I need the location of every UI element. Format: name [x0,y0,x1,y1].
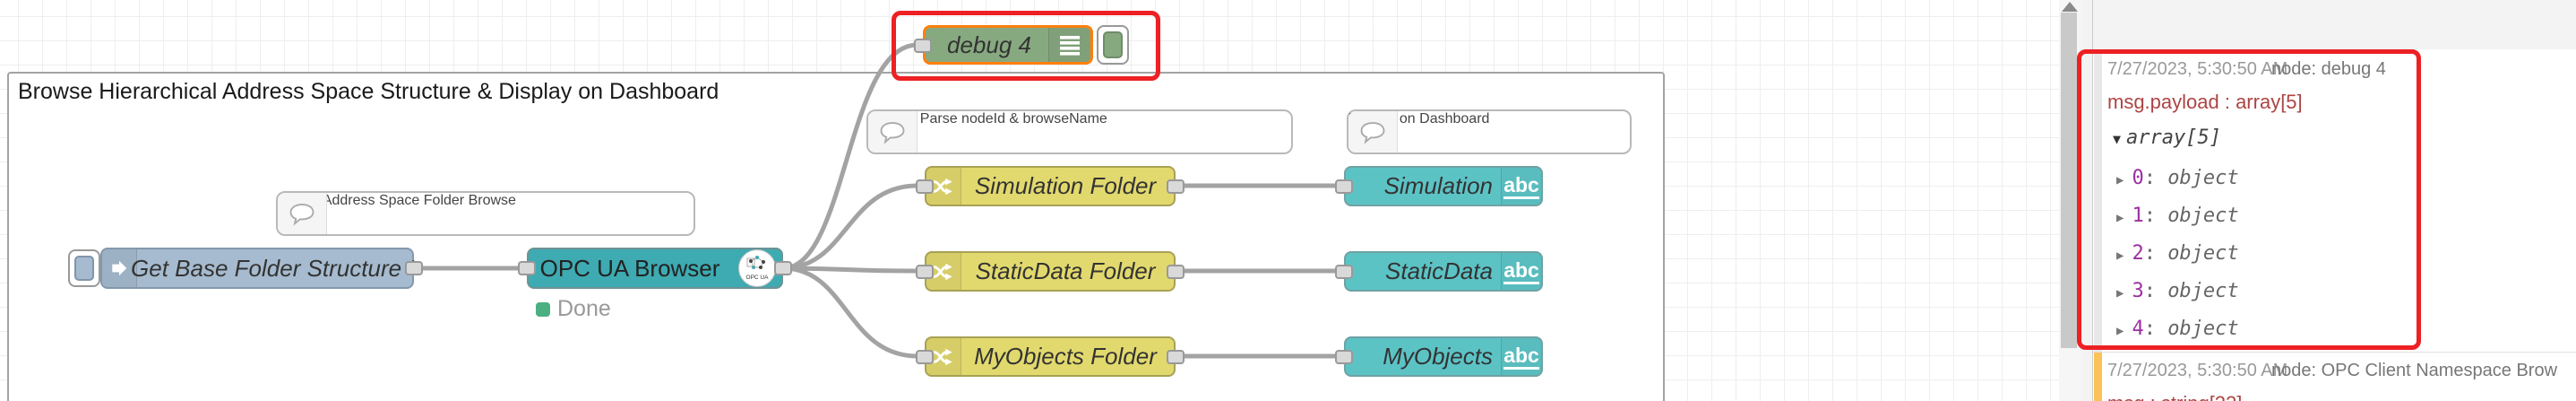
message-meta: 7/27/2023, 5:30:50 AM node: debug 4 [2107,59,2386,80]
comment-node-display-dashboard[interactable]: Display on Dashboard [1347,109,1632,154]
sidebar-separator [2092,0,2093,401]
tree-item-value: object [2167,318,2239,340]
scroll-up-icon[interactable] [2062,2,2078,12]
switch-node-simulation[interactable]: Simulation Folder [916,166,1185,206]
comment-bubble-icon [289,204,314,226]
message-gutter [2094,353,2102,401]
comment-bubble-icon [1360,122,1385,144]
debug-message[interactable]: 7/27/2023, 5:30:50 AM node: debug 4 msg.… [2093,49,2576,352]
comment-label: Global Address Space Folder Browse [278,193,516,208]
comment-node-store-parse[interactable]: Store & Parse nodeId & browseName [866,109,1293,154]
node-label: Simulation Folder [974,172,1157,199]
opcua-caption: OPC UA [746,275,770,281]
abc-text-icon: abc [1503,173,1539,199]
tree-item-value: object [2167,242,2239,265]
status-text: Done [557,296,611,321]
inject-arrow-icon [112,260,127,276]
tree-root-label: array[5] [2126,126,2221,149]
tree-item-row[interactable]: 4 object [2116,318,2239,340]
tree-item-key: 1 [2132,205,2167,227]
switch-shuffle-icon [933,178,952,195]
node-label: StaticData [1385,257,1493,284]
wire-browser-sim [780,183,920,271]
input-port[interactable] [518,261,536,275]
group-label: Browse Hierarchical Address Space Struct… [18,79,719,104]
tree-item-key: 3 [2132,280,2167,302]
input-port[interactable] [1335,350,1353,364]
tree-root-row[interactable]: array[5] [2113,126,2221,149]
tree-item-key: 4 [2132,318,2167,340]
tree-item-row[interactable]: 1 object [2116,205,2239,227]
tree-item-value: object [2167,167,2239,189]
message-gutter [2094,49,2102,352]
flow-canvas[interactable]: Browse Hierarchical Address Space Struct… [0,0,2081,401]
input-port[interactable] [916,265,934,279]
input-port[interactable] [916,350,934,364]
opcua-browser-node[interactable]: OPC UA Browser OPC UA [518,248,792,289]
tree-item-key: 2 [2132,242,2167,265]
tree-item-row[interactable]: 2 object [2116,242,2239,265]
message-divider [2093,352,2576,353]
node-label: Simulation [1383,172,1493,199]
debug-list-icon [1060,36,1080,56]
comment-node-global-browse[interactable]: Global Address Space Folder Browse [276,191,695,236]
message-node-name: node: debug 4 [2271,59,2386,79]
debug-toggle-button[interactable] [1097,25,1129,65]
node-status: Done [536,296,611,322]
wire-browser-myobj [780,266,920,359]
message-timestamp: 7/27/2023, 5:30:50 AM [2107,361,2288,380]
input-port[interactable] [1335,179,1353,194]
switch-shuffle-icon [933,348,952,365]
abc-text-icon: abc [1503,258,1539,284]
uitext-node-myobjects[interactable]: abc MyObjects [1335,336,1543,377]
tree-item-row[interactable]: 0 object [2116,167,2239,189]
node-label: StaticData Folder [975,257,1156,284]
input-port[interactable] [1335,265,1353,279]
output-port[interactable] [1167,179,1185,194]
input-port[interactable] [916,179,934,194]
message-property: msg : string[22] [2107,392,2242,401]
tree-item-key: 0 [2132,167,2167,189]
switch-shuffle-icon [933,263,952,280]
wire-browser-static [780,266,920,274]
node-label: OPC UA Browser [539,254,720,282]
message-node-name: node: OPC Client Namespace Brow [2271,361,2558,380]
tree-item-value: object [2167,280,2239,302]
node-label: debug 4 [947,31,1031,58]
debug-message-highlight [2077,49,2421,350]
debug-node-highlight [892,11,1160,81]
output-port[interactable] [1167,265,1185,279]
opcua-logo-icon: OPC UA [738,249,776,287]
message-timestamp: 7/27/2023, 5:30:50 AM [2107,59,2288,79]
tree-item-row[interactable]: 3 object [2116,280,2239,302]
debug-node[interactable]: debug 4 [914,25,1093,65]
node-label: MyObjects Folder [974,343,1157,370]
uitext-node-staticdata[interactable]: abc StaticData [1335,251,1543,292]
debug-message[interactable]: 7/27/2023, 5:30:50 AM node: OPC Client N… [2093,353,2576,401]
tree-item-value: object [2167,205,2239,227]
node-label: Get Base Folder Structure ¹ [131,254,416,282]
abc-text-icon: abc [1503,344,1539,370]
inject-node[interactable]: Get Base Folder Structure ¹ [100,248,423,289]
switch-node-myobjects[interactable]: MyObjects Folder [916,336,1185,377]
input-port[interactable] [914,39,932,53]
node-label: MyObjects [1383,343,1493,370]
uitext-node-simulation[interactable]: abc Simulation [1335,166,1543,206]
comment-bubble-icon [880,122,905,144]
comment-label: Store & Parse nodeId & browseName [868,111,1107,126]
output-port[interactable] [774,261,792,275]
output-port[interactable] [1167,350,1185,364]
status-dot-icon [536,301,550,317]
message-meta: 7/27/2023, 5:30:50 AM node: OPC Client N… [2107,361,2557,381]
scrollbar-thumb[interactable] [2061,13,2077,348]
inject-button[interactable] [68,249,100,287]
output-port[interactable] [405,261,423,275]
message-property: msg.payload : array[5] [2107,91,2303,113]
switch-node-staticdata[interactable]: StaticData Folder [916,251,1185,292]
